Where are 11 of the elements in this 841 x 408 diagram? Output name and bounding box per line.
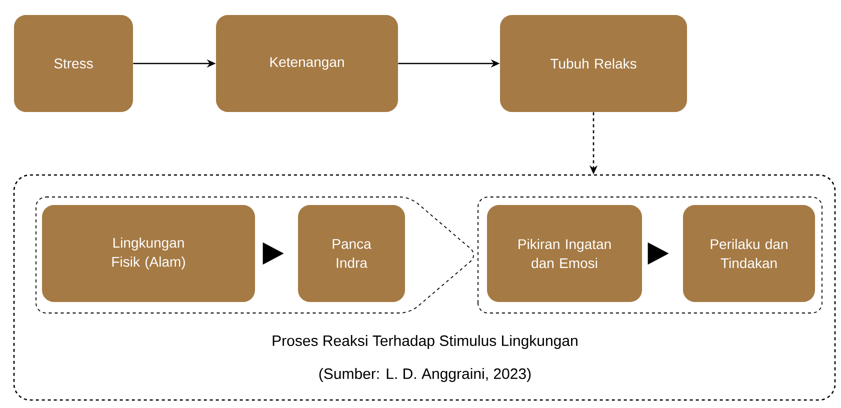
process-box: Ketenangan xyxy=(216,15,398,112)
group-outline xyxy=(478,196,822,314)
group-outline xyxy=(36,196,474,314)
process-box: Perilaku dan Tindakan xyxy=(683,205,815,302)
process-box: Pikiran Ingatan dan Emosi xyxy=(487,205,642,302)
group-label: Proses Reaksi Terhadap Stimulus Lingkungan xyxy=(272,335,578,349)
process-box: Panca Indra xyxy=(298,205,405,302)
process-box: Lingkungan Fisik (Alam) xyxy=(42,205,255,302)
process-box: Tubuh Relaks xyxy=(500,15,687,112)
process-box: Stress xyxy=(14,15,133,112)
group-label: (Sumber: L. D. Anggraini, 2023) xyxy=(319,368,531,382)
